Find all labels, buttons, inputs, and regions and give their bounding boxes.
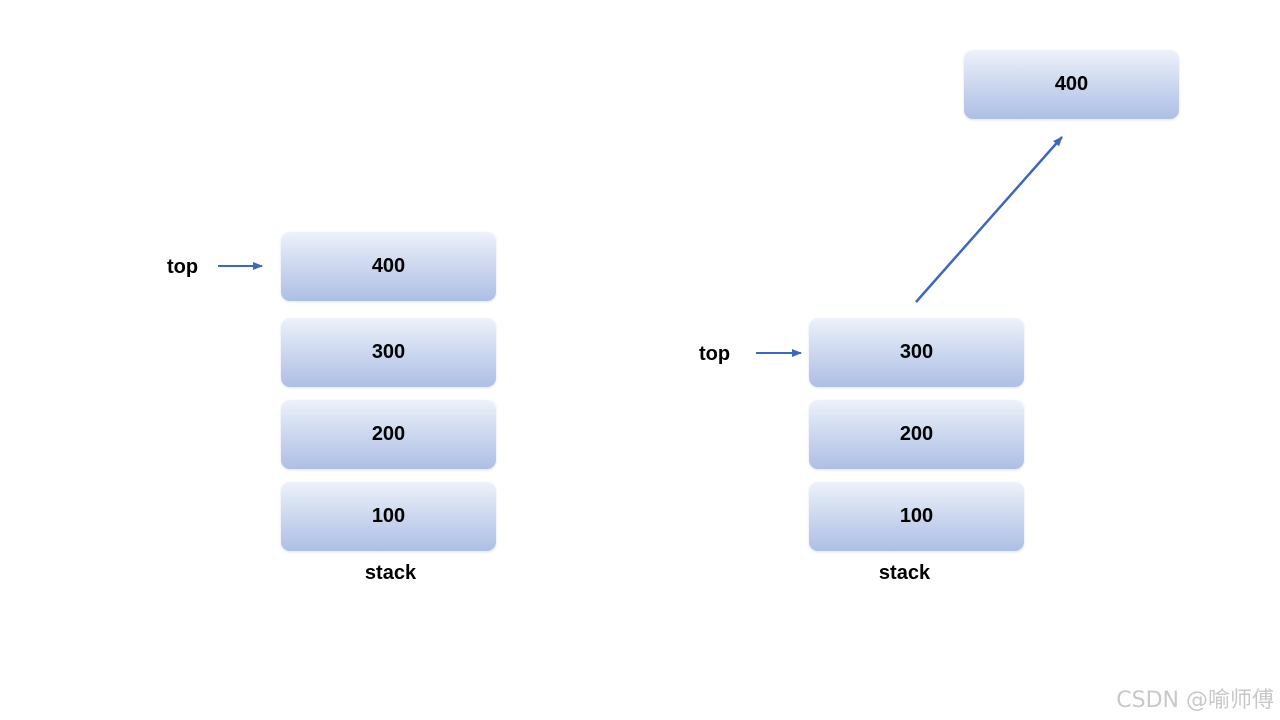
left-stack-item-200: 200 <box>281 400 496 469</box>
popped-item-400: 400 <box>964 50 1179 119</box>
watermark-text: CSDN @喻师傅 <box>1116 688 1274 713</box>
left-stack-item-100: 100 <box>281 482 496 551</box>
left-top-pointer-label: top <box>167 256 199 278</box>
left-stack-item-300: 300 <box>281 318 496 387</box>
left-stack-label: stack <box>364 562 417 584</box>
right-top-pointer-label: top <box>699 343 731 365</box>
pop-arrow <box>915 136 1063 303</box>
right-stack-item-100: 100 <box>809 482 1024 551</box>
right-stack-label: stack <box>878 562 931 584</box>
right-stack-item-300: 300 <box>809 318 1024 387</box>
left-stack-item-400: 400 <box>281 232 496 301</box>
right-stack-item-200: 200 <box>809 400 1024 469</box>
